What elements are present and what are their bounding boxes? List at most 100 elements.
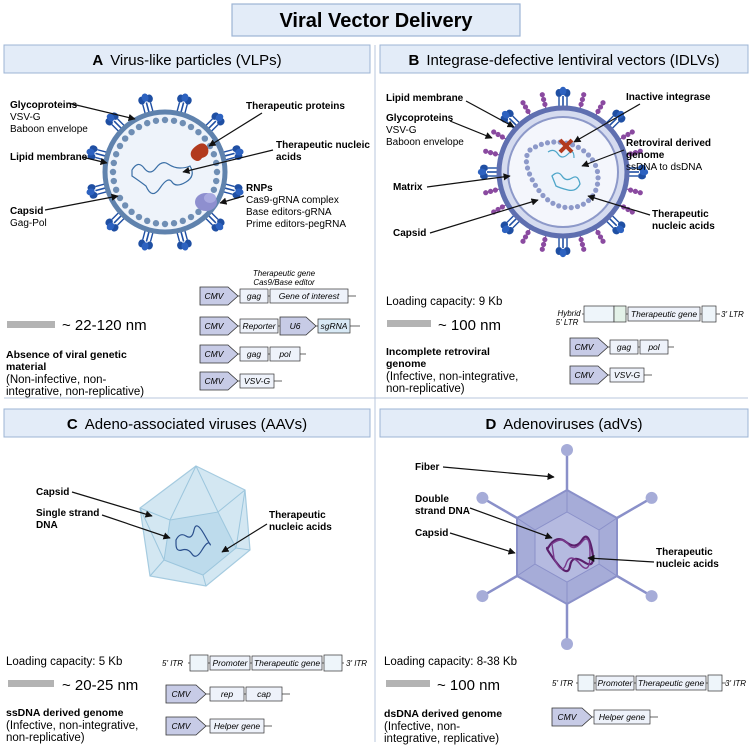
idlv-label-glyco-baboon: Baboon envelope: [386, 137, 464, 148]
idlv-label-glycoproteins: Glycoproteins: [386, 113, 454, 124]
adv-label-dsdna-2: strand DNA: [415, 506, 470, 517]
adv-label-capsid: Capsid: [415, 528, 448, 539]
svg-text:pol: pol: [647, 342, 660, 352]
adv-scale-bar: [386, 680, 430, 687]
vlp-label-rnp-base: Base editors-gRNA: [246, 207, 332, 218]
idlv-label-lipid: Lipid membrane: [386, 93, 464, 104]
svg-text:CMV: CMV: [205, 291, 225, 301]
adv-label-fiber: Fiber: [415, 462, 440, 473]
svg-text:CMV: CMV: [575, 370, 595, 380]
svg-text:CMV: CMV: [205, 321, 225, 331]
adv-loading-capacity: Loading capacity: 8-38 Kb: [384, 656, 517, 668]
svg-text:Hybrid: Hybrid: [557, 309, 581, 318]
svg-text:U6: U6: [290, 321, 301, 331]
svg-text:5' ITR: 5' ITR: [552, 679, 573, 688]
svg-text:Therapeutic gene: Therapeutic gene: [254, 658, 320, 668]
svg-text:VSV-G: VSV-G: [244, 376, 271, 386]
idlv-genome-1: Incomplete retroviral: [386, 346, 490, 358]
idlv-label-ther-na-2: nucleic acids: [652, 221, 715, 232]
vlp-label-rnps: RNPs: [246, 183, 273, 194]
adv-genome-1: dsDNA derived genome: [384, 708, 502, 720]
idlv-label-matrix: Matrix: [393, 182, 423, 193]
title-box: [231, 3, 521, 37]
vlp-genome-2: material: [6, 361, 46, 373]
svg-text:pol: pol: [278, 349, 291, 359]
idlv-illustration: [476, 86, 650, 259]
vlp-label-glyco-vsvg: VSV-G: [10, 112, 41, 123]
vlp-size: ~ 22-120 nm: [62, 317, 147, 334]
vlp-label-glycoproteins: Glycoproteins: [10, 100, 78, 111]
vlp-genome-1: Absence of viral genetic: [6, 349, 127, 361]
svg-text:gag: gag: [247, 291, 261, 301]
vlp-props-2: integrative, non-replicative): [6, 386, 144, 398]
svg-text:CMV: CMV: [558, 712, 578, 722]
idlv-label-integrase: Inactive integrase: [626, 92, 711, 103]
vlp-label-therapeutic-proteins: Therapeutic proteins: [246, 101, 345, 112]
idlv-size: ~ 100 nm: [438, 317, 501, 334]
idlv-genome-2: genome: [386, 358, 426, 370]
idlv-label-glyco-vsvg: VSV-G: [386, 125, 417, 136]
svg-text:cap: cap: [257, 689, 271, 699]
aav-ssdna: [175, 525, 211, 557]
svg-text:rep: rep: [221, 689, 234, 699]
adv-props-2: integrative, replicative): [384, 733, 499, 745]
vlp-label-capsid-sub: Gag-Pol: [10, 218, 47, 229]
idlv-nucleic-acid: [551, 172, 581, 192]
adv-fibers: [476, 444, 658, 650]
svg-text:Promoter: Promoter: [598, 678, 634, 688]
vlp-props-1: (Non-infective, non-: [6, 374, 107, 386]
vlp-label-glyco-baboon: Baboon envelope: [10, 124, 88, 135]
svg-text:CMV: CMV: [172, 721, 192, 731]
adv-illustration: [476, 444, 658, 650]
vlp-label-rnp-cas9: Cas9-gRNA complex: [246, 195, 339, 206]
svg-text:3' ITR: 3' ITR: [346, 659, 367, 668]
vlp-label-rnp-prime: Prime editors-pegRNA: [246, 219, 346, 230]
vlp-therapeutic-protein: [190, 143, 209, 161]
idlv-label-retro-1: Retroviral derived: [626, 138, 711, 149]
aav-label-ther-na-2: nucleic acids: [269, 522, 332, 533]
idlv-scale-bar: [387, 320, 431, 327]
svg-text:CMV: CMV: [172, 689, 192, 699]
aav-illustration: [139, 465, 251, 587]
idlv-constructs: Hybrid 5' LTR Therapeutic gene 3' LTR CM…: [556, 305, 744, 385]
idlv-label-capsid: Capsid: [393, 228, 426, 239]
aav-genome-1: ssDNA derived genome: [6, 707, 124, 719]
idlv-loading-capacity: Loading capacity: 9 Kb: [386, 296, 502, 308]
svg-text:3' ITR: 3' ITR: [725, 679, 746, 688]
svg-text:sgRNA: sgRNA: [321, 321, 348, 331]
vlp-construct-note-2: Cas9/Base editor: [253, 278, 315, 287]
idlv-capsid-cone: [526, 141, 599, 208]
svg-text:Helper gene: Helper gene: [214, 721, 261, 731]
vlp-label-lipid: Lipid membrane: [10, 152, 88, 163]
svg-text:gag: gag: [617, 342, 631, 352]
vlp-illustration: [83, 90, 247, 254]
idlv-props-1: (Infective, non-integrative,: [386, 371, 518, 383]
idlv-label-retro-3: ssDNA to dsDNA: [626, 162, 702, 173]
svg-text:5' LTR: 5' LTR: [556, 318, 579, 327]
idlv-props-2: non-replicative): [386, 383, 465, 395]
adv-label-dsdna-1: Double: [415, 494, 449, 505]
svg-text:3' LTR: 3' LTR: [721, 310, 744, 319]
adv-label-ther-na-2: nucleic acids: [656, 559, 719, 570]
idlv-label-ther-na-1: Therapeutic: [652, 209, 709, 220]
svg-text:Promoter: Promoter: [213, 658, 249, 668]
aav-label-capsid: Capsid: [36, 487, 69, 498]
adv-constructs: 5' ITR Promoter Therapeutic gene 3' ITR …: [551, 674, 746, 727]
panel-c-header: [3, 408, 371, 438]
panel-a-header: [3, 44, 371, 74]
page-title: Viral Vector Delivery: [279, 10, 473, 32]
panel-d-header: [379, 408, 749, 438]
svg-text:CMV: CMV: [575, 342, 595, 352]
aav-constructs: 5' ITR Promoter Therapeutic gene 3' ITR …: [162, 654, 367, 736]
aav-size: ~ 20-25 nm: [62, 677, 138, 694]
adv-size: ~ 100 nm: [437, 677, 500, 694]
svg-text:CMV: CMV: [205, 376, 225, 386]
panel-b-header: [379, 44, 749, 74]
idlv-inactive-integrase-icon: [558, 138, 574, 154]
svg-text:Therapeutic gene: Therapeutic gene: [638, 678, 704, 688]
